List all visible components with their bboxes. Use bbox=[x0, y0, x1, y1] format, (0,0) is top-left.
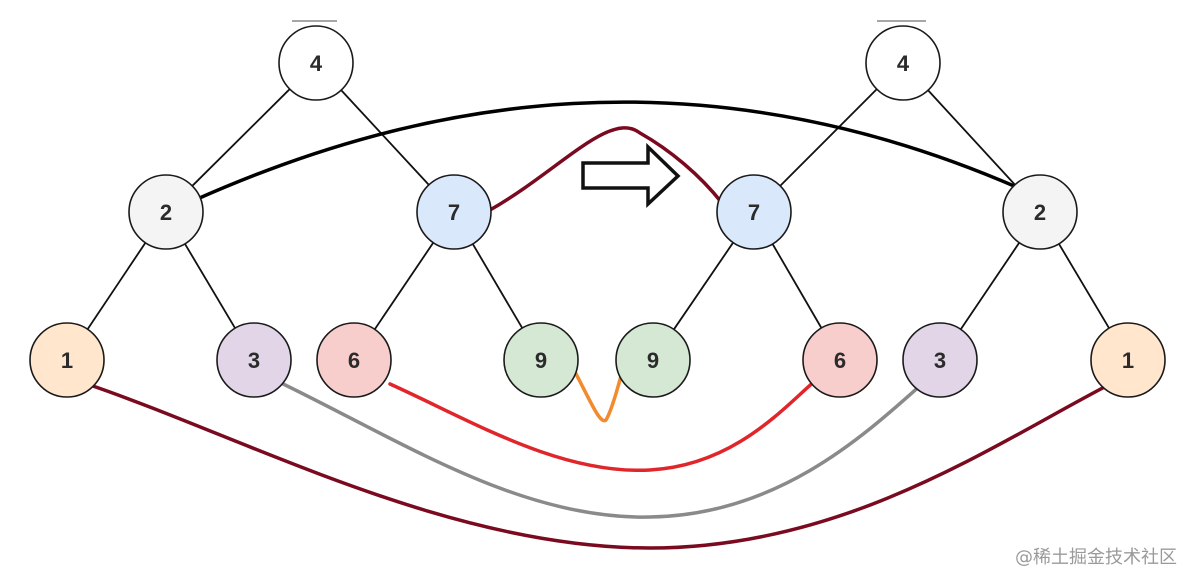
tree-edge bbox=[471, 243, 524, 329]
node-circle bbox=[278, 25, 354, 101]
connector-node-3 bbox=[273, 366, 942, 519]
right-arrow-icon bbox=[581, 142, 681, 209]
tree-node-1: 1 bbox=[29, 322, 105, 398]
node-label: 9 bbox=[647, 348, 659, 373]
node-circle bbox=[902, 322, 978, 398]
tree-edges bbox=[86, 88, 1110, 330]
node-circle bbox=[1002, 174, 1078, 250]
tree-edge bbox=[1058, 243, 1110, 329]
tree-node-1: 1 bbox=[1090, 322, 1166, 398]
tree-edge bbox=[673, 242, 734, 330]
node-label: 2 bbox=[160, 200, 172, 225]
node-circle bbox=[716, 174, 792, 250]
node-label: 4 bbox=[897, 51, 910, 76]
tree-edge bbox=[86, 242, 147, 330]
tree-node-6: 6 bbox=[316, 322, 392, 398]
node-circle bbox=[416, 174, 492, 250]
tree-node-7: 7 bbox=[416, 174, 492, 250]
node-label: 2 bbox=[1034, 200, 1046, 225]
tree-edge bbox=[191, 88, 291, 187]
node-circle bbox=[503, 322, 579, 398]
tree-node-3: 3 bbox=[902, 322, 978, 398]
node-label: 7 bbox=[748, 200, 760, 225]
node-label: 1 bbox=[61, 348, 73, 373]
node-circle bbox=[316, 322, 392, 398]
node-label: 3 bbox=[248, 348, 260, 373]
tree-edge bbox=[927, 89, 1016, 186]
tree-edge bbox=[184, 243, 236, 329]
node-circle bbox=[615, 322, 691, 398]
node-label: 3 bbox=[934, 348, 946, 373]
watermark-text: @稀土掘金技术社区 bbox=[1015, 547, 1177, 568]
tree-node-4: 4 bbox=[278, 25, 354, 101]
node-label: 4 bbox=[310, 51, 323, 76]
tree-node-2: 2 bbox=[128, 174, 204, 250]
tree-node-3: 3 bbox=[216, 322, 292, 398]
node-circle bbox=[128, 174, 204, 250]
swap-connectors bbox=[88, 100, 1120, 550]
node-circle bbox=[802, 322, 878, 398]
tree-node-6: 6 bbox=[802, 322, 878, 398]
connector-node-2 bbox=[193, 100, 1032, 202]
tree-edge bbox=[779, 88, 878, 187]
node-circle bbox=[216, 322, 292, 398]
tree-node-7: 7 bbox=[716, 174, 792, 250]
tree-edge bbox=[340, 89, 430, 186]
tree-node-2: 2 bbox=[1002, 174, 1078, 250]
tree-edge bbox=[771, 243, 823, 329]
connector-node-1 bbox=[88, 378, 1120, 550]
node-circle bbox=[865, 25, 941, 101]
node-circle bbox=[1090, 322, 1166, 398]
node-label: 1 bbox=[1122, 348, 1134, 373]
node-label: 6 bbox=[834, 348, 846, 373]
tree-edge bbox=[959, 242, 1021, 330]
node-label: 9 bbox=[535, 348, 547, 373]
connector-node-7 bbox=[488, 126, 724, 212]
tree-nodes: 4 2 7 1 3 6 9 4 7 2 9 6 3 1 bbox=[29, 25, 1166, 398]
tree-node-4: 4 bbox=[865, 25, 941, 101]
tree-node-9: 9 bbox=[503, 322, 579, 398]
connector-node-6 bbox=[388, 373, 824, 473]
tree-node-9: 9 bbox=[615, 322, 691, 398]
node-circle bbox=[29, 322, 105, 398]
node-label: 6 bbox=[348, 348, 360, 373]
tree-edge bbox=[373, 242, 435, 330]
node-label: 7 bbox=[448, 200, 460, 225]
connector-node-9 bbox=[573, 366, 625, 423]
